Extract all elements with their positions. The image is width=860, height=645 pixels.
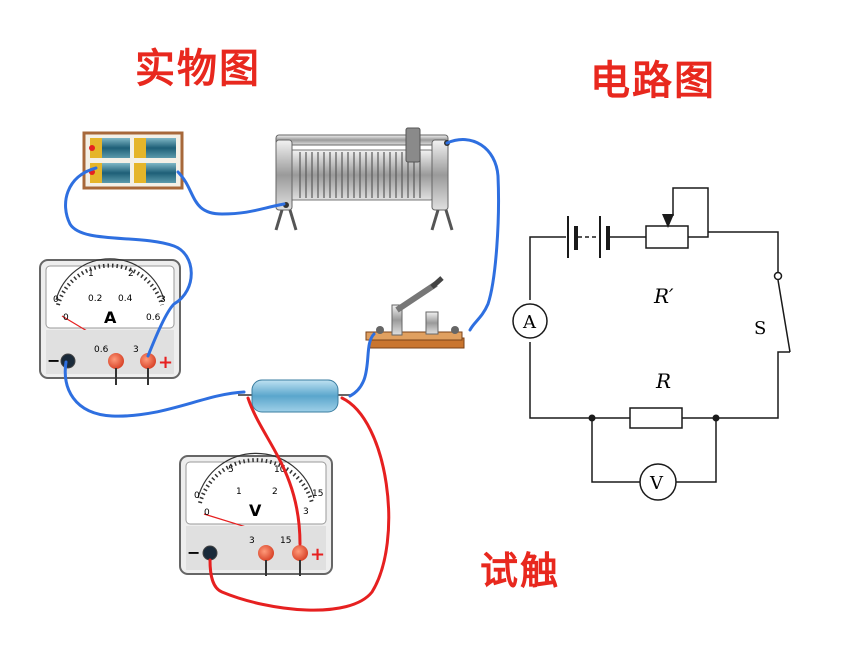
schematic-resistor bbox=[629, 407, 683, 429]
voltmeter-device bbox=[179, 452, 333, 576]
ammeter-terminal-3-label: 3 bbox=[133, 345, 139, 355]
voltmeter-unit: V bbox=[249, 501, 262, 520]
voltmeter-scale-bottom-1: 1 bbox=[236, 487, 242, 497]
title-trial-touch: 试触 bbox=[480, 549, 561, 593]
wire-battery-to-ammeter bbox=[64, 166, 193, 358]
voltmeter-scale-bottom-3: 3 bbox=[303, 507, 309, 517]
schematic-rheostat-label: R′ bbox=[653, 284, 674, 308]
voltmeter-scale-top-5: 5 bbox=[228, 465, 234, 475]
wire-ammeter-to-resistor bbox=[63, 360, 246, 418]
ammeter-scale-top-3: 3 bbox=[160, 295, 166, 305]
ammeter-terminal-positive: + bbox=[158, 352, 173, 373]
wire-rheostat-to-switch bbox=[445, 138, 501, 332]
voltmeter-scale-top-0: 0 bbox=[194, 491, 200, 501]
voltmeter-terminal-positive: + bbox=[310, 544, 325, 565]
schematic-battery bbox=[567, 216, 610, 258]
voltmeter-scale-bottom-0: 0 bbox=[204, 508, 210, 518]
circuit-schematic bbox=[529, 187, 790, 483]
ammeter-scale-bottom-3: 0.6 bbox=[146, 313, 161, 323]
battery-pack bbox=[82, 131, 184, 190]
schematic-ammeter bbox=[512, 303, 548, 339]
fixed-resistor bbox=[238, 379, 352, 413]
wire-switch-to-resistor bbox=[348, 332, 376, 398]
ammeter-scale-bottom-0: 0 bbox=[63, 313, 69, 323]
ammeter-scale-bottom-1: 0.2 bbox=[88, 294, 102, 304]
schematic-rheostat bbox=[645, 214, 689, 249]
ammeter-scale-top-0: 0 bbox=[53, 295, 59, 305]
ammeter-scale-bottom-2: 0.4 bbox=[118, 294, 133, 304]
schematic-switch-label: S bbox=[754, 318, 766, 339]
voltmeter-terminal-15-label: 15 bbox=[280, 536, 291, 546]
schematic-junctions bbox=[588, 414, 720, 422]
voltmeter-terminal-negative: − bbox=[187, 543, 200, 562]
ammeter-terminal-negative: − bbox=[47, 351, 60, 370]
ammeter-terminal-06-label: 0.6 bbox=[94, 345, 109, 355]
wire-red-resistor-to-voltmeter-15 bbox=[246, 396, 302, 546]
schematic-resistor-label: R bbox=[655, 369, 671, 393]
wire-battery-to-rheostat bbox=[176, 170, 286, 216]
knife-switch bbox=[365, 276, 465, 349]
schematic-voltmeter bbox=[639, 463, 677, 501]
title-circuit-diagram: 电路图 bbox=[590, 58, 716, 104]
voltmeter-terminal-3-label: 3 bbox=[249, 536, 255, 546]
schematic-switch bbox=[773, 271, 791, 353]
voltmeter-scale-top-10: 10 bbox=[274, 465, 286, 475]
voltmeter-scale-bottom-2: 2 bbox=[272, 487, 278, 497]
voltmeter-scale-top-15: 15 bbox=[312, 489, 323, 499]
schematic-voltmeter-symbol: V bbox=[649, 473, 664, 494]
title-physical-diagram: 实物图 bbox=[135, 46, 261, 92]
wire-red-resistor-to-voltmeter-neg bbox=[208, 396, 391, 612]
schematic-ammeter-symbol: A bbox=[522, 312, 537, 333]
sliding-rheostat bbox=[274, 127, 454, 231]
ammeter-device bbox=[39, 258, 181, 385]
ammeter-scale-top-1: 1 bbox=[88, 269, 94, 279]
ammeter-scale-top-2: 2 bbox=[128, 269, 134, 279]
ammeter-unit: A bbox=[104, 308, 117, 327]
